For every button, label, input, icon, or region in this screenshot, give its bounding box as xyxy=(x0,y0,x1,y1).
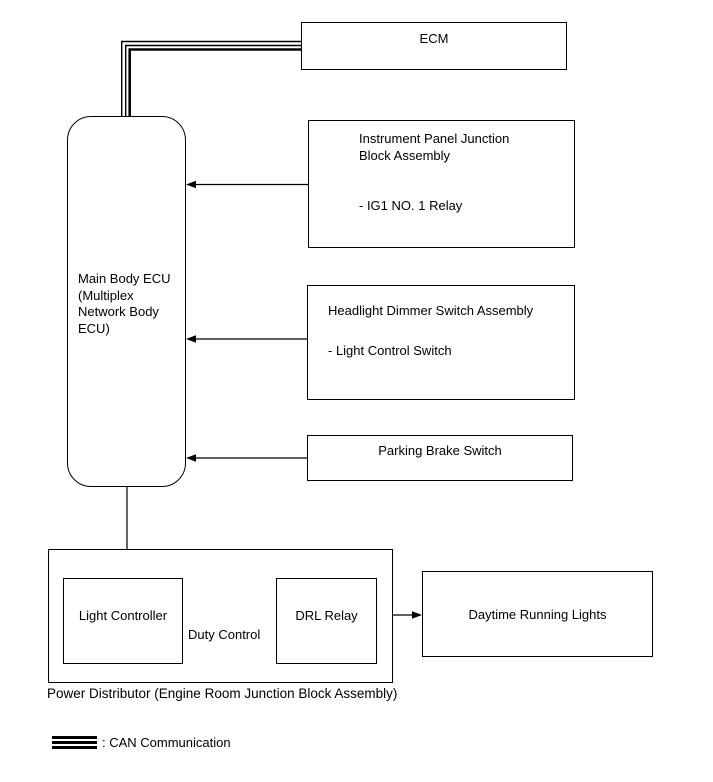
daytime-running-lights-label: Daytime Running Lights xyxy=(468,606,607,622)
ecm-box: ECM xyxy=(301,22,567,70)
instrument-panel-junction-block-title: Instrument Panel Junction Block Assembly xyxy=(359,131,510,163)
can-line-symbol-icon xyxy=(52,736,97,749)
instrument-panel-junction-block-box xyxy=(308,120,575,248)
arrow-parking-brake-to-main-body-ecu xyxy=(186,454,307,462)
parking-brake-switch-label: Parking Brake Switch xyxy=(378,443,502,458)
can-bus-line xyxy=(120,40,302,117)
main-body-ecu-label: Main Body ECU (Multiplex Network Body EC… xyxy=(78,271,171,336)
daytime-running-lights-box: Daytime Running Lights xyxy=(422,571,653,657)
headlight-dimmer-switch-box xyxy=(307,285,575,400)
drl-relay-box: DRL Relay xyxy=(276,578,377,664)
duty-control-label: Duty Control xyxy=(188,627,261,642)
legend-can-communication: : CAN Communication xyxy=(52,735,231,750)
ig1-no1-relay-item: - IG1 NO. 1 Relay xyxy=(359,198,463,213)
light-control-switch-item: - Light Control Switch xyxy=(328,343,452,358)
ecm-label: ECM xyxy=(419,31,449,46)
can-legend-label: : CAN Communication xyxy=(102,735,231,750)
light-controller-box: Light Controller xyxy=(63,578,183,664)
main-body-ecu-box xyxy=(67,116,186,487)
arrow-instrument-panel-to-main-body-ecu xyxy=(186,180,308,189)
arrow-headlight-dimmer-to-main-body-ecu xyxy=(186,335,307,343)
power-distributor-caption: Power Distributor (Engine Room Junction … xyxy=(47,686,398,701)
headlight-dimmer-switch-title: Headlight Dimmer Switch Assembly xyxy=(328,303,534,318)
drl-relay-label: DRL Relay xyxy=(295,607,358,623)
parking-brake-switch-box: Parking Brake Switch xyxy=(307,435,573,481)
light-controller-label: Light Controller xyxy=(78,607,168,623)
